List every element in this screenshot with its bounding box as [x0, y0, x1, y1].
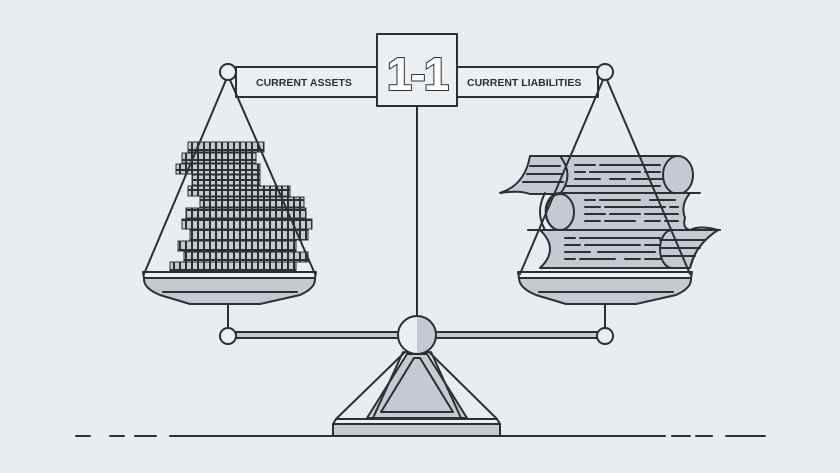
center-hub	[397, 315, 437, 355]
left-pan-ropes	[143, 79, 316, 275]
current-liabilities-label: CURRENT LIABILITIES	[467, 77, 581, 89]
right-pan	[517, 271, 693, 305]
right-hanger-ring	[596, 63, 614, 81]
current-assets-label: CURRENT ASSETS	[256, 77, 352, 89]
right-beam-pivot	[596, 327, 614, 345]
right-pan-scrolls	[499, 155, 721, 269]
label-bar: CURRENT ASSETS CURRENT LIABILITIES 1-1	[219, 33, 614, 107]
left-beam-pivot	[219, 327, 237, 345]
left-hanger-ring	[219, 63, 237, 81]
scale-base	[332, 351, 501, 437]
ratio-label: 1-1	[387, 48, 449, 100]
left-pan-coins	[169, 141, 313, 273]
ratio-box	[376, 33, 458, 107]
right-pan-ropes	[519, 79, 691, 275]
left-pan	[142, 271, 317, 305]
